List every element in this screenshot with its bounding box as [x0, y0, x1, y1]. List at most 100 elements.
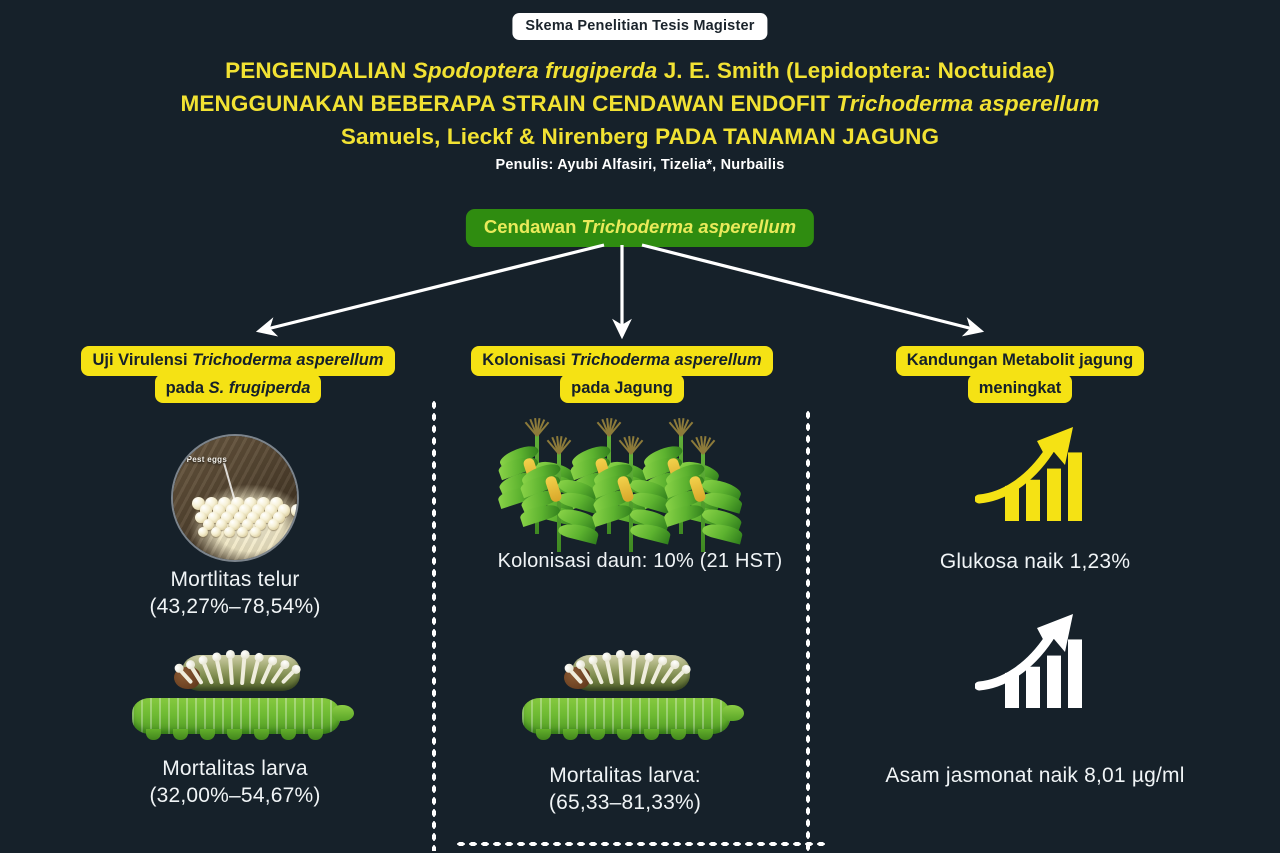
branch-2-line-1-italic: Trichoderma asperellum	[570, 351, 762, 369]
larva-mortality-label-middle: Mortalitas larva:	[549, 764, 701, 787]
branch-1-line-2-italic: S. frugiperda	[208, 378, 311, 397]
larva-mortality-label-left: Mortalitas larva	[162, 757, 308, 780]
chart-bar	[1026, 666, 1040, 708]
egg	[247, 511, 259, 524]
corn-tassel	[688, 434, 718, 455]
corn-tassel	[522, 416, 552, 437]
infected-larva-illustration-left	[130, 645, 354, 740]
corn-plant	[662, 434, 744, 556]
branch-1-line-1-italic: Trichoderma asperellum	[192, 351, 384, 369]
branch-label-colonization: Kolonisasi Trichoderma asperellum pada J…	[452, 346, 792, 403]
trend-arrow-head	[1037, 614, 1073, 652]
caterpillar-leg	[590, 729, 605, 740]
egg	[268, 519, 279, 530]
chart-bar	[1047, 655, 1061, 708]
title-line-2-italic: Trichoderma asperellum	[836, 91, 1100, 116]
infected-larva-illustration-middle	[520, 645, 744, 740]
egg	[250, 526, 261, 537]
corn-plants-illustration	[496, 416, 744, 552]
corn-tassel	[544, 434, 574, 455]
arrow-to-branch-1	[255, 243, 605, 337]
growth-chart-icon-glucose	[975, 427, 1082, 521]
chart-bar	[1068, 452, 1082, 521]
column-divider-bottom	[455, 841, 825, 847]
egg	[255, 519, 266, 530]
caterpillar-leg	[617, 729, 632, 740]
caterpillar-leg	[698, 729, 713, 740]
glucose-caption: Glukosa naik 1,23%	[939, 550, 1131, 573]
chart-bar	[1047, 468, 1061, 521]
title-line-3: Samuels, Lieckf & Nirenberg PADA TANAMAN…	[340, 124, 940, 149]
corn-plant	[518, 434, 600, 556]
branch-1-line-1: Uji Virulensi Trichoderma asperellum	[81, 346, 395, 376]
egg	[290, 504, 297, 517]
caterpillar-leg	[536, 729, 551, 740]
trend-arrow-head	[1037, 427, 1073, 465]
egg	[198, 526, 209, 537]
egg-mortality-caption: Mortlitas telur (43,27%–78,54%)	[85, 566, 385, 620]
page-title: PENGENDALIAN Spodoptera frugiperda J. E.…	[0, 54, 1280, 153]
branch-label-virulence: Uji Virulensi Trichoderma asperellum pad…	[64, 346, 412, 403]
title-line-2-pre: MENGGUNAKAN BEBERAPA STRAIN CENDAWAN END…	[180, 91, 837, 116]
leaf-colonization-caption: Kolonisasi daun: 10% (21 HST)	[497, 550, 783, 572]
egg	[195, 511, 207, 524]
root-node-italic: Trichoderma asperellum	[581, 216, 797, 237]
larva-mortality-caption-middle: Mortalitas larva: (65,33–81,33%)	[480, 762, 770, 816]
jasmonic-acid-caption: Asam jasmonat naik 8,01 µg/ml	[885, 764, 1185, 787]
caterpillar-leg	[146, 729, 161, 740]
chart-bar	[1026, 479, 1040, 521]
branch-3-line-1: Kandungan Metabolit jagung	[895, 346, 1145, 376]
egg-mortality-value: (43,27%–78,54%)	[149, 595, 321, 618]
branch-label-metabolite: Kandungan Metabolit jagung meningkat	[860, 346, 1180, 403]
authors-line: Penulis: Ayubi Alfasiri, Tizelia*, Nurba…	[495, 157, 785, 173]
egg-mortality-label: Mortlitas telur	[170, 568, 300, 591]
egg	[215, 519, 227, 530]
title-line-1-post: J. E. Smith (Lepidoptera: Noctuidae)	[657, 58, 1055, 83]
caterpillar-leg	[671, 729, 686, 740]
caterpillar-leg	[227, 729, 242, 740]
branch-2-line-1: Kolonisasi Trichoderma asperellum	[471, 346, 773, 376]
chart-bar	[1068, 639, 1082, 708]
pest-eggs-photo: Pest eggs	[173, 436, 297, 560]
title-line-1: PENGENDALIAN Spodoptera frugiperda J. E.…	[0, 54, 1280, 87]
title-line-1-italic: Spodoptera frugiperda	[412, 58, 658, 83]
pest-eggs-label: Pest eggs	[186, 454, 228, 464]
caterpillar-body	[132, 698, 354, 740]
egg	[224, 526, 235, 537]
arrow-to-branch-3	[641, 243, 985, 337]
scheme-badge: Skema Penelitian Tesis Magister	[512, 13, 768, 40]
caterpillar-leg	[281, 729, 296, 740]
root-node-fungus: Cendawan Trichoderma asperellum	[465, 209, 815, 247]
branch-3-line-2: meningkat	[967, 373, 1073, 403]
branch-1-line-2-pre: pada	[165, 378, 209, 397]
trend-arrow-line	[975, 633, 1054, 691]
caterpillar-leg	[200, 729, 215, 740]
branch-1-line-2: pada S. frugiperda	[154, 373, 322, 403]
corn-tassel	[666, 416, 696, 437]
branch-1-line-1-pre: Uji Virulensi	[92, 351, 193, 369]
corn-tassel	[594, 416, 624, 437]
egg	[211, 526, 222, 537]
caterpillar-leg	[173, 729, 188, 740]
egg	[208, 511, 220, 524]
corn-plant	[590, 435, 672, 556]
caterpillar-leg	[308, 729, 323, 740]
branch-2-line-1-pre: Kolonisasi	[482, 351, 571, 369]
egg	[202, 519, 214, 530]
trend-arrow-line	[975, 446, 1054, 504]
title-line-2: MENGGUNAKAN BEBERAPA STRAIN CENDAWAN END…	[0, 87, 1280, 120]
larva-mortality-caption-left: Mortalitas larva (32,00%–54,67%)	[90, 755, 380, 809]
egg	[229, 519, 240, 530]
column-divider-left	[431, 399, 437, 851]
growth-chart-icon-jasmonic	[975, 614, 1082, 708]
title-line-1-pre: PENGENDALIAN	[225, 58, 413, 83]
egg	[237, 526, 248, 537]
larva-mortality-value-left: (32,00%–54,67%)	[149, 784, 321, 807]
egg	[221, 511, 233, 524]
egg	[234, 511, 246, 524]
caterpillar-body	[522, 698, 744, 740]
column-divider-right	[805, 409, 811, 851]
larva-mortality-value-middle: (65,33–81,33%)	[548, 791, 702, 814]
root-node-pre: Cendawan	[483, 216, 582, 237]
